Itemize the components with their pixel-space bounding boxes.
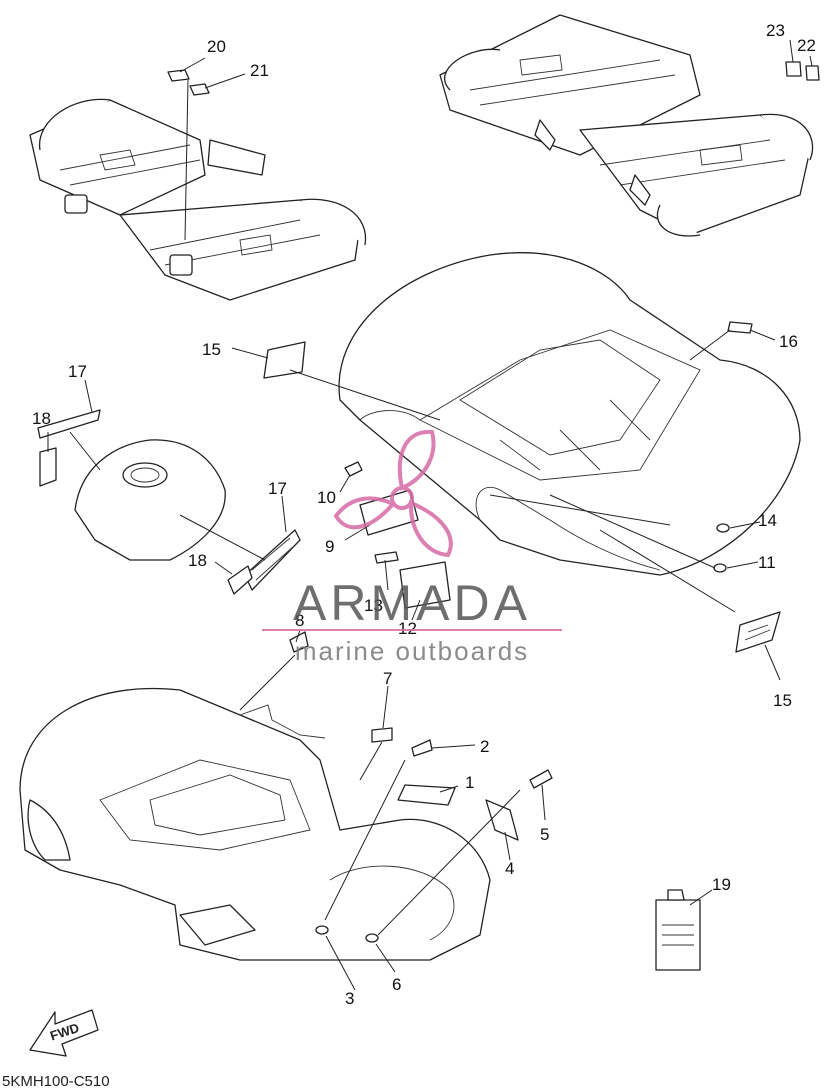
- callout-4: 4: [505, 859, 514, 878]
- callout-20: 20: [207, 37, 226, 56]
- front-fender: [19, 687, 491, 961]
- small-parts: [37, 61, 820, 971]
- callout-2: 2: [480, 737, 489, 756]
- callout-14: 14: [758, 511, 777, 530]
- callout-12: 12: [398, 619, 417, 638]
- callout-15-upper: 15: [202, 340, 221, 359]
- drawing-code: 5KMH100-C510: [2, 1073, 110, 1089]
- callout-22: 22: [797, 36, 816, 55]
- callout-1: 1: [465, 773, 474, 792]
- callout-6: 6: [392, 975, 401, 994]
- strip-part-18-left: [39, 447, 57, 487]
- propeller-icon: [333, 429, 453, 558]
- callout-16: 16: [779, 332, 798, 351]
- strip-part-17-left: [37, 409, 101, 439]
- bolt-part-13: [374, 551, 399, 564]
- strip-part-18-mid: [227, 565, 253, 595]
- leader-lines: [47, 39, 813, 991]
- callout-15-lower: 15: [773, 691, 792, 710]
- callout-23: 23: [766, 21, 785, 40]
- bolt-part-2: [411, 739, 433, 757]
- callout-19: 19: [712, 875, 731, 894]
- callout-17-left: 17: [68, 362, 87, 381]
- plate-part-12: [399, 561, 451, 609]
- label-part-21: [189, 83, 210, 96]
- callout-21: 21: [250, 61, 269, 80]
- callout-8: 8: [295, 611, 304, 630]
- label-part-15-upper: [263, 341, 306, 379]
- nut-part-14: [716, 523, 730, 533]
- callout-10: 10: [317, 488, 336, 507]
- callout-17-mid: 17: [268, 479, 287, 498]
- fwd-arrow-icon: FWD: [29, 1009, 99, 1057]
- callout-5: 5: [540, 825, 549, 844]
- watermark-tagline: marine outboards: [295, 636, 529, 666]
- callout-7: 7: [383, 669, 392, 688]
- callout-18-mid: 18: [188, 551, 207, 570]
- nut-part-11: [713, 563, 727, 573]
- plate-part-8: [289, 631, 309, 653]
- label-part-22: [805, 65, 820, 81]
- front-carrier: [29, 98, 367, 301]
- callout-9: 9: [325, 537, 334, 556]
- callout-numbers: 1 2 3 4 5 6 7 8 9 10 11 12 13 14 15 15 1…: [32, 21, 816, 1008]
- callout-11: 11: [758, 553, 776, 572]
- label-part-20: [167, 69, 190, 82]
- callout-3: 3: [345, 989, 354, 1008]
- rear-fender: [338, 252, 801, 576]
- tank-cover: [74, 439, 226, 561]
- watermark-brand: ARMADA: [293, 575, 531, 631]
- watermark-logo: ARMADA marine outboards: [262, 429, 562, 666]
- label-part-7: [371, 727, 393, 743]
- strip-part-17-mid: [244, 529, 301, 591]
- label-part-16: [727, 321, 753, 334]
- callout-13: 13: [364, 596, 383, 615]
- rear-carrier: [439, 14, 814, 237]
- callout-18-left: 18: [32, 409, 51, 428]
- label-part-23: [785, 61, 802, 77]
- bolt-part-5: [529, 769, 553, 789]
- bolt-part-10: [344, 461, 363, 477]
- plate-part-4: [485, 799, 519, 841]
- plate-part-1: [397, 784, 456, 806]
- nut-part-6: [365, 933, 379, 943]
- label-part-15-lower: [735, 611, 781, 653]
- nut-part-3: [315, 925, 329, 935]
